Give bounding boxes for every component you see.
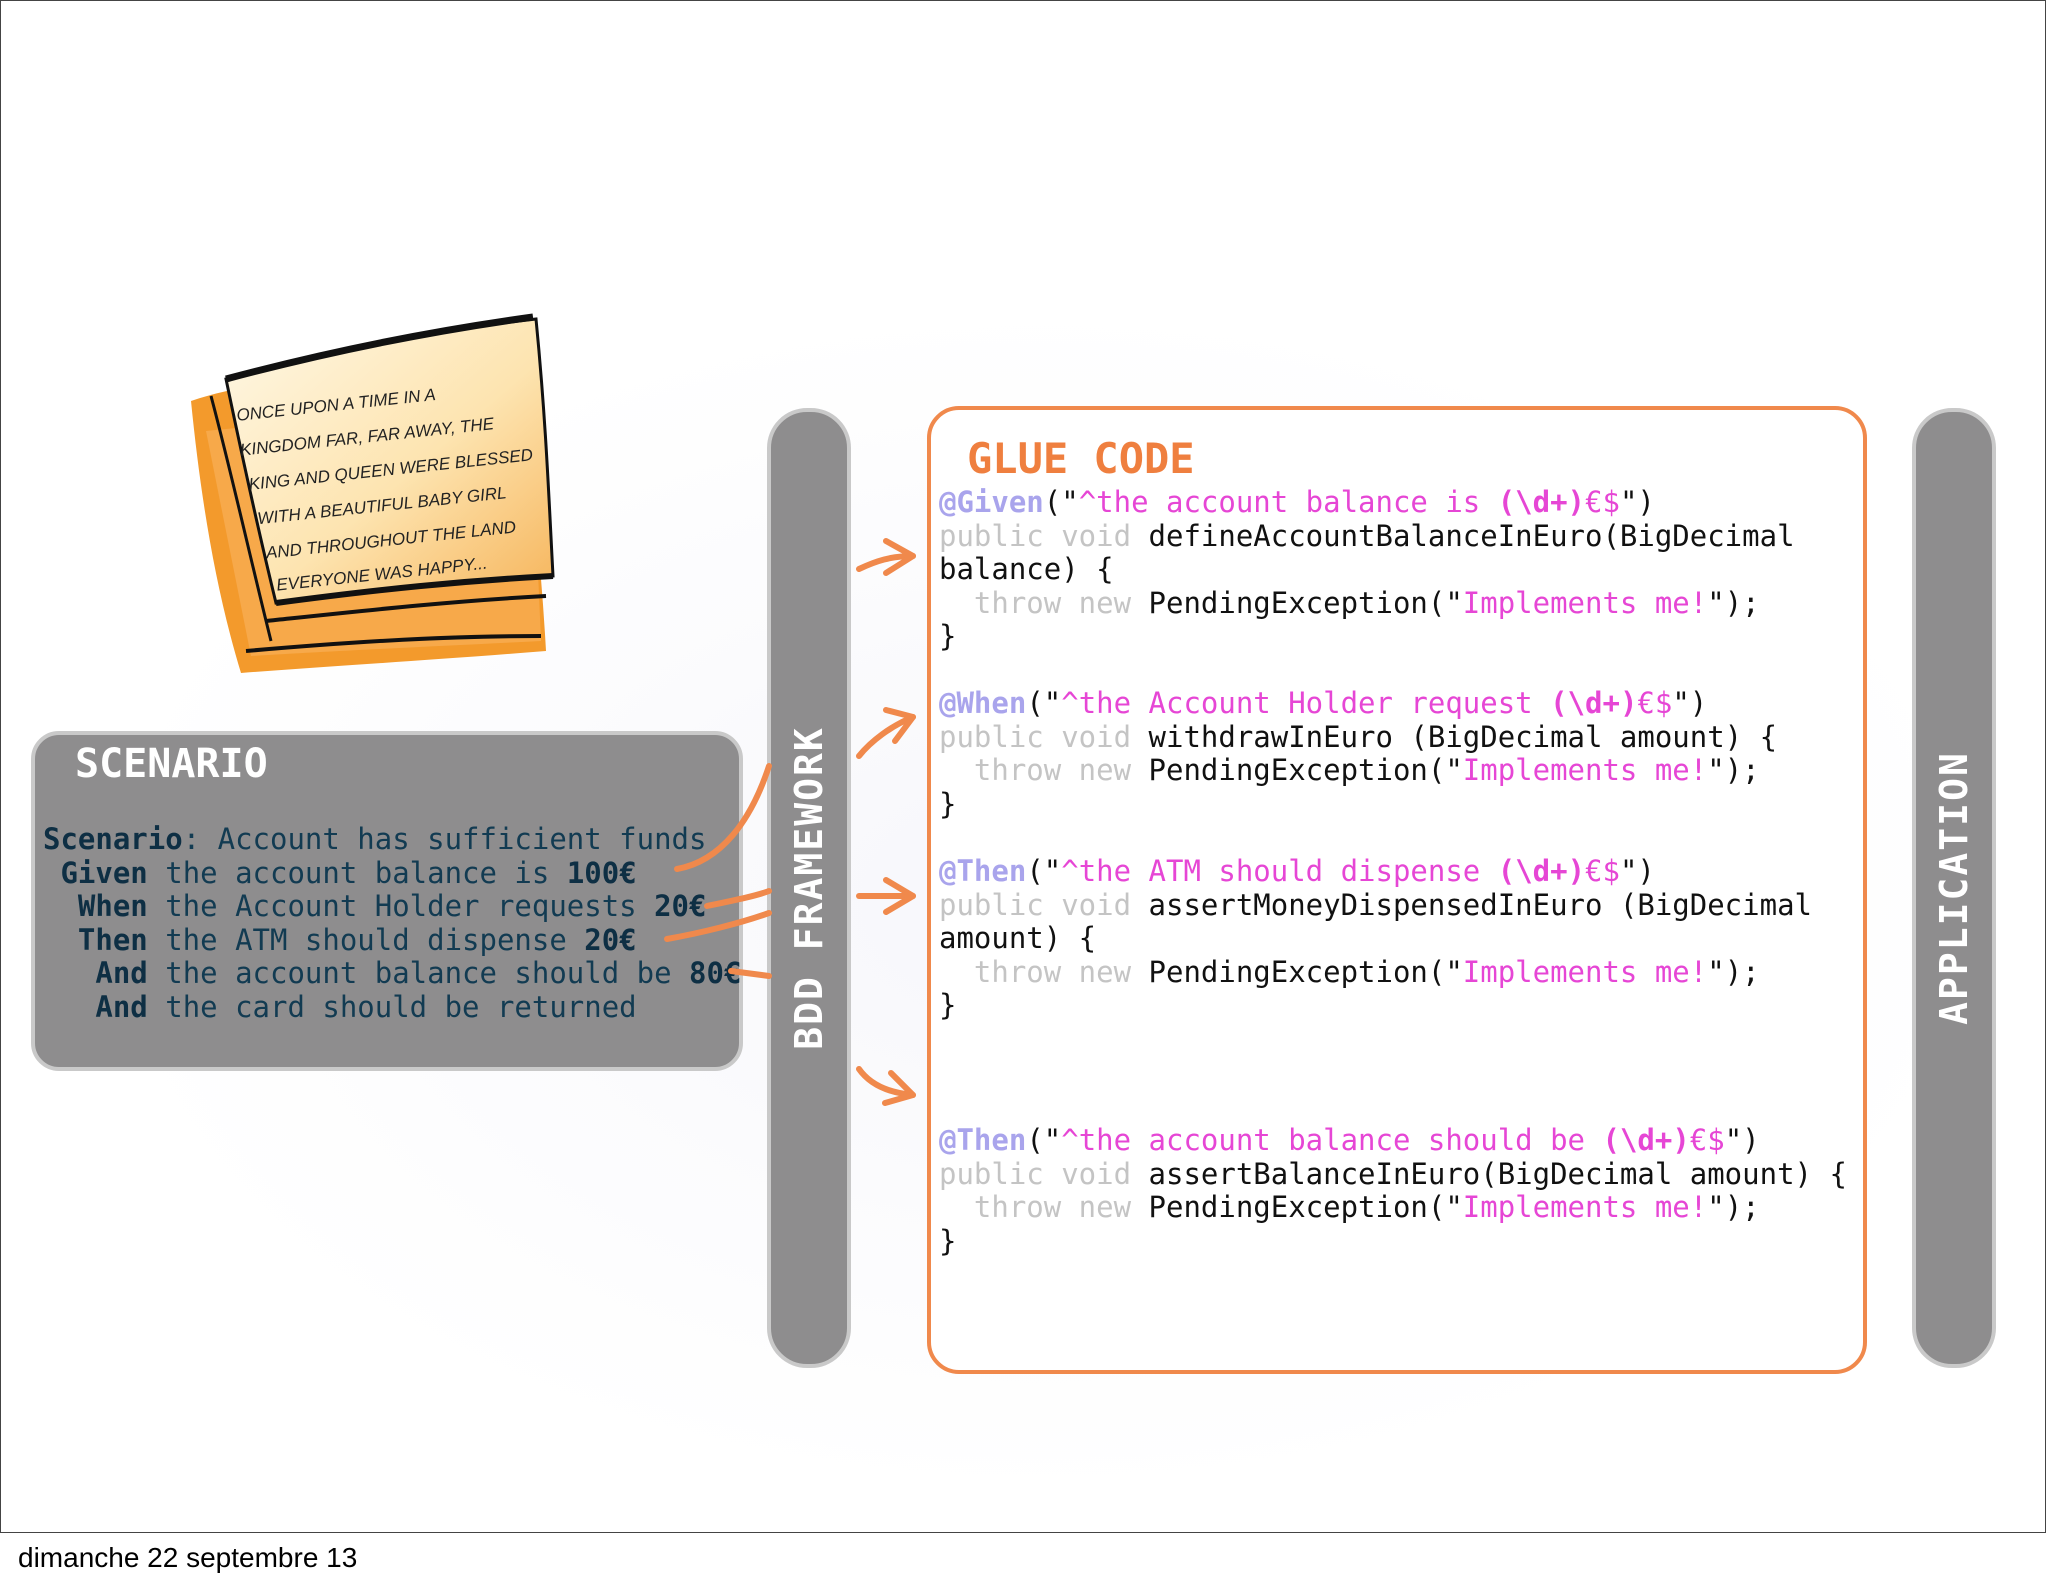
and-link-curve bbox=[731, 971, 769, 976]
slide: ONCE UPON A TIME IN A KINGDOM FAR, FAR A… bbox=[0, 0, 2046, 1533]
footer-date: dimanche 22 septembre 13 bbox=[18, 1542, 357, 1574]
when-link-curve bbox=[707, 891, 769, 906]
given-link-curve bbox=[677, 766, 769, 869]
then-link-curve bbox=[667, 913, 769, 939]
